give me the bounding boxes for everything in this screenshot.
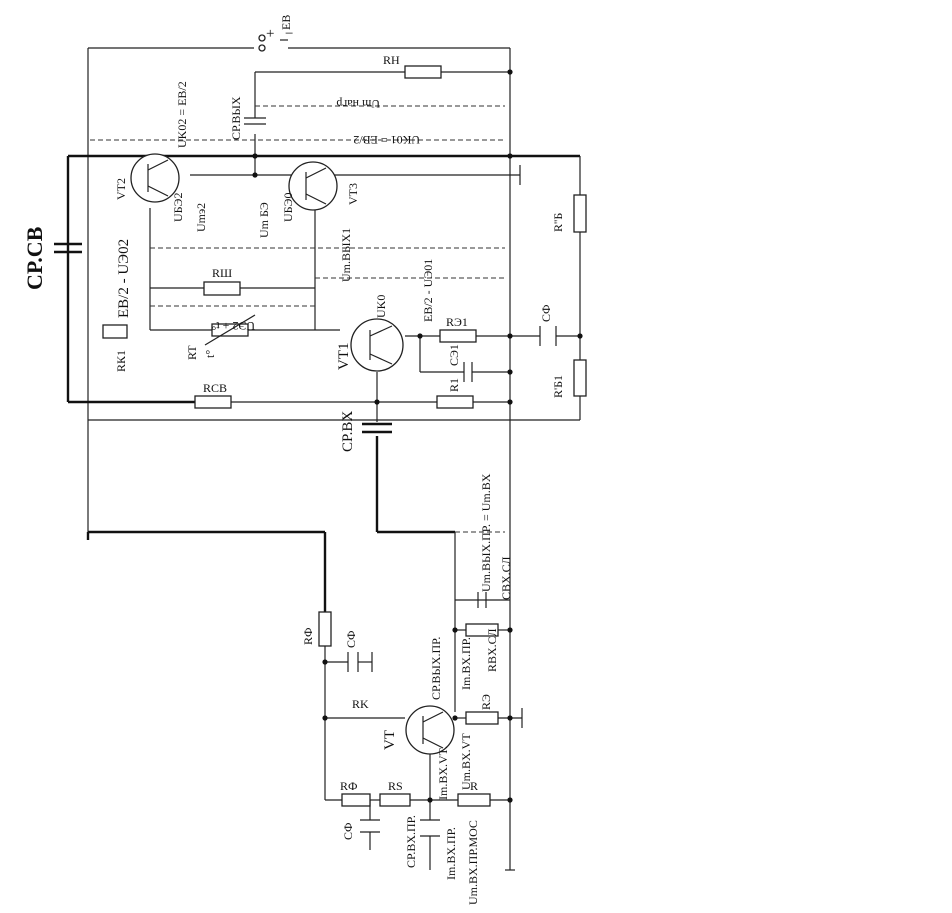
transistor-vt xyxy=(405,705,455,755)
resistor-r xyxy=(457,793,491,807)
label-cf3: CФ xyxy=(341,823,355,840)
dimension-lines xyxy=(90,105,505,533)
label-r1: R1 xyxy=(447,378,461,392)
wires xyxy=(66,47,581,870)
resistor-r1 xyxy=(436,395,474,409)
label-vt: VT xyxy=(382,730,398,750)
capacitor-cp-vyh xyxy=(244,117,266,125)
label-ue2-t: UЭ2 + t° xyxy=(211,319,255,333)
thermistor-rt xyxy=(204,314,256,346)
capacitor-cvx-sl xyxy=(477,592,487,608)
resistor-rsv xyxy=(194,395,232,409)
capacitor-cf2 xyxy=(347,652,359,672)
resistor-re1 xyxy=(439,329,477,343)
label-uk0: UK0 xyxy=(374,295,388,318)
resistor-rvx-sl xyxy=(465,623,499,637)
label-cf2: CФ xyxy=(344,631,358,648)
label-ume2: Umэ2 xyxy=(194,203,208,232)
supply-eb-label: EB xyxy=(279,15,293,30)
supply-minus-label: − xyxy=(285,26,293,42)
label-rn: RH xyxy=(383,53,400,67)
resistor-re xyxy=(465,711,499,725)
resistor-rb2 xyxy=(573,194,587,233)
transistor-vt3 xyxy=(288,161,338,211)
label-vt1: VT1 xyxy=(336,343,352,371)
resistor-rs xyxy=(379,793,411,807)
resistor-rn xyxy=(404,65,442,79)
transistor-vt1 xyxy=(350,318,404,372)
label-rf2: RФ xyxy=(340,779,357,793)
label-re: RЭ xyxy=(479,694,493,710)
label-vt3: VT3 xyxy=(346,183,360,205)
label-cp-vyh-pr: CP.ВЫХ.ПР. xyxy=(429,637,443,700)
label-vt2: VT2 xyxy=(114,178,128,200)
label-uk02: UK02 = EB/2 xyxy=(175,81,189,148)
supply-terminal xyxy=(258,34,288,52)
label-um-nagr: Um нагр xyxy=(336,97,380,111)
resistor-rf2 xyxy=(341,793,371,807)
label-rt: RT xyxy=(185,345,199,360)
label-ce1: CЭ1 xyxy=(447,344,461,366)
label-rvx-sl: RBX.СЛ xyxy=(485,628,499,672)
label-rs: RS xyxy=(388,779,403,793)
label-cp-vx-pr: CP.BX.ПР. xyxy=(404,815,418,868)
capacitor-cp-sv xyxy=(54,242,82,254)
resistor-rf xyxy=(318,611,332,647)
label-cf1: CФ xyxy=(539,305,553,322)
label-rsh: RШ xyxy=(212,266,232,280)
label-im-vx-vt: Im.BX.VT. xyxy=(436,746,450,800)
label-im-vx-pr: Im.BX.ПР. xyxy=(459,637,473,690)
transistor-vt2 xyxy=(130,153,180,203)
resistor-rb1 xyxy=(573,359,587,397)
label-cp-vyh: CP.ВЫХ xyxy=(229,96,243,140)
junctions xyxy=(252,69,583,803)
label-cp-sv: CP.CB xyxy=(22,226,47,290)
label-ube0: UБЭ0 xyxy=(281,193,295,222)
capacitor-cp-vx xyxy=(362,422,392,434)
label-um-vx-vt: Um.BX.VT xyxy=(459,733,473,790)
label-eb2-ue01: EB/2 - UЭ01 xyxy=(421,259,435,322)
label-im-vx-pr2: Im.BX.ПР. xyxy=(444,827,458,880)
label-t0: t° xyxy=(203,350,217,358)
label-um-vyh-pr: Um.ВЫХ.ПР. = Um.BX xyxy=(479,473,493,592)
label-rk1: RК1 xyxy=(114,350,128,372)
label-r: R xyxy=(470,779,478,793)
resistor-rk1 xyxy=(102,324,128,339)
label-rb2: R''Б xyxy=(551,213,565,232)
supply-plus-label: + xyxy=(266,26,274,42)
capacitor-cf1 xyxy=(539,326,557,346)
label-eb2-ue2: EB/2 - UЭ02 xyxy=(116,239,132,318)
capacitor-ce1 xyxy=(463,362,473,382)
capacitor-cf3 xyxy=(360,819,380,833)
label-re1: RЭ1 xyxy=(446,315,468,329)
label-cvx-sl: CBX.СЛ xyxy=(499,556,513,600)
label-ube2: UБЭ2 xyxy=(171,193,185,222)
ground-symbols xyxy=(371,165,523,871)
label-um-vx-pr-mos: Um.BX.ПР.MOC xyxy=(466,820,480,905)
label-um-vyh1: Um.ВЫХ1 xyxy=(339,228,353,282)
label-rf: RФ xyxy=(301,628,315,645)
label-uk01: UK01 = EB/2 xyxy=(353,133,420,147)
label-rsv: RCB xyxy=(203,381,227,395)
label-rk: RK xyxy=(352,697,369,711)
label-cp-vx: CP.BX xyxy=(340,411,356,452)
resistor-rsh xyxy=(203,281,241,296)
label-um-be: Um БЭ xyxy=(257,202,271,238)
label-rb1: R'Б1 xyxy=(551,375,565,398)
capacitor-cp-vx-pr xyxy=(420,819,440,837)
